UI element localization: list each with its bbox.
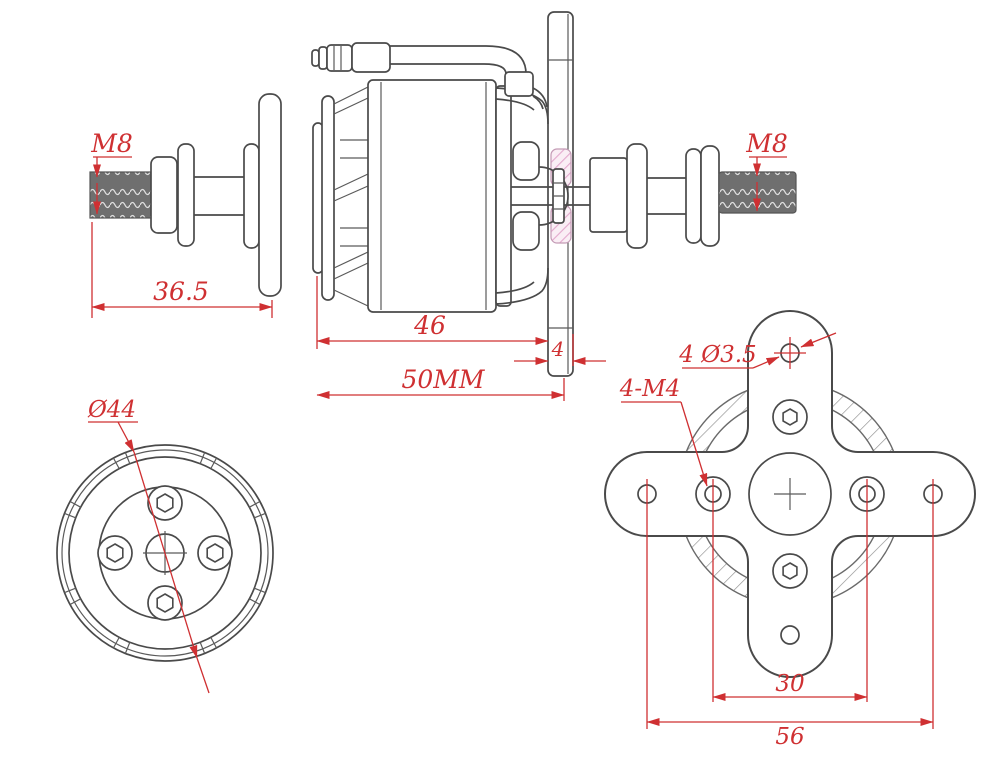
dim-50-text: 50MM <box>401 365 485 394</box>
mount-hole-leader-right <box>800 332 837 348</box>
rotor-outer-circle-inner-edge <box>61 449 269 657</box>
motor-wire <box>311 42 548 110</box>
rotor-front-plate <box>321 95 335 301</box>
mount-center-cross <box>774 478 806 510</box>
shaft-spacer-block <box>589 157 628 233</box>
screw-boss-right <box>197 535 233 571</box>
motor-webs-hatched <box>685 389 895 599</box>
bell-tab-upper <box>512 141 540 181</box>
motor-can <box>367 79 497 313</box>
mount-hole-leader-left <box>752 356 780 369</box>
rotor-cooling-fins <box>333 86 369 307</box>
prop-washer-rear <box>243 143 260 249</box>
shaft-collar-grooves <box>553 182 564 210</box>
bullet-connector-tip <box>311 49 320 67</box>
thread-hole-top <box>772 399 808 435</box>
mount-view <box>604 310 976 678</box>
motor-rear-plate <box>495 85 512 307</box>
dimensions: M8 36.5 46 4 50MM M8 Ø44 4 Ø3.5 <box>87 129 934 750</box>
prop-shaft <box>194 176 244 216</box>
wire-sleeve <box>351 42 391 73</box>
wire-hook <box>532 87 548 110</box>
prop-washer-front <box>177 143 195 247</box>
dim-30-text: 30 <box>775 671 804 697</box>
rotor-diameter-label: Ø44 <box>87 397 136 423</box>
shaft-flange-3 <box>700 145 720 247</box>
dim-46-text: 46 <box>413 311 446 340</box>
rim-notches <box>64 452 266 654</box>
prop-collet <box>150 156 178 234</box>
mount-hole-spec-label: 4 Ø3.5 <box>678 342 756 368</box>
screw-boss-left <box>97 535 133 571</box>
thread-hole-leader <box>680 401 708 487</box>
mount-dim-ext-lines <box>646 479 934 729</box>
wire-exit-block <box>504 71 534 97</box>
shaft-mask <box>574 188 590 204</box>
motor-can-edges <box>380 82 487 310</box>
bell-hub-arc <box>538 166 569 226</box>
shaft-flange-2 <box>685 148 702 244</box>
thread-hole-bottom <box>772 553 808 589</box>
shaft-flange-1 <box>626 143 648 249</box>
dim-4-text: 4 <box>551 337 565 361</box>
left-thread-label: M8 <box>90 129 133 158</box>
rotor-diameter-line <box>133 451 198 659</box>
prop-mount-disc <box>258 93 282 297</box>
right-thread-label: M8 <box>745 129 788 158</box>
mount-hole-top-cross <box>774 337 806 369</box>
connector-ridges <box>333 46 342 70</box>
bell-hook-bottom <box>495 267 549 305</box>
bullet-connector-mid <box>318 46 328 70</box>
dim-56-text: 56 <box>775 724 804 750</box>
dim-36-text: 36.5 <box>153 277 209 306</box>
rotor-diameter-tail <box>196 657 210 694</box>
rear-shaft <box>511 186 590 206</box>
wire-run <box>390 45 527 75</box>
rotor-diameter-leader <box>117 421 135 453</box>
front-view <box>56 444 274 662</box>
left-threaded-shaft <box>89 171 154 219</box>
thread-hole-spec-label: 4-M4 <box>619 376 681 402</box>
mount-hole-bottom <box>780 625 800 645</box>
rotor-rim-circle <box>68 456 262 650</box>
shaft-mid-section <box>647 177 686 215</box>
side-view <box>89 11 797 377</box>
bullet-connector-body <box>326 44 353 72</box>
rotor-outer-circle <box>56 444 274 662</box>
screw-boss-bottom <box>147 585 183 621</box>
screw-boss-top <box>147 485 183 521</box>
bell-tab-lower <box>512 211 540 251</box>
